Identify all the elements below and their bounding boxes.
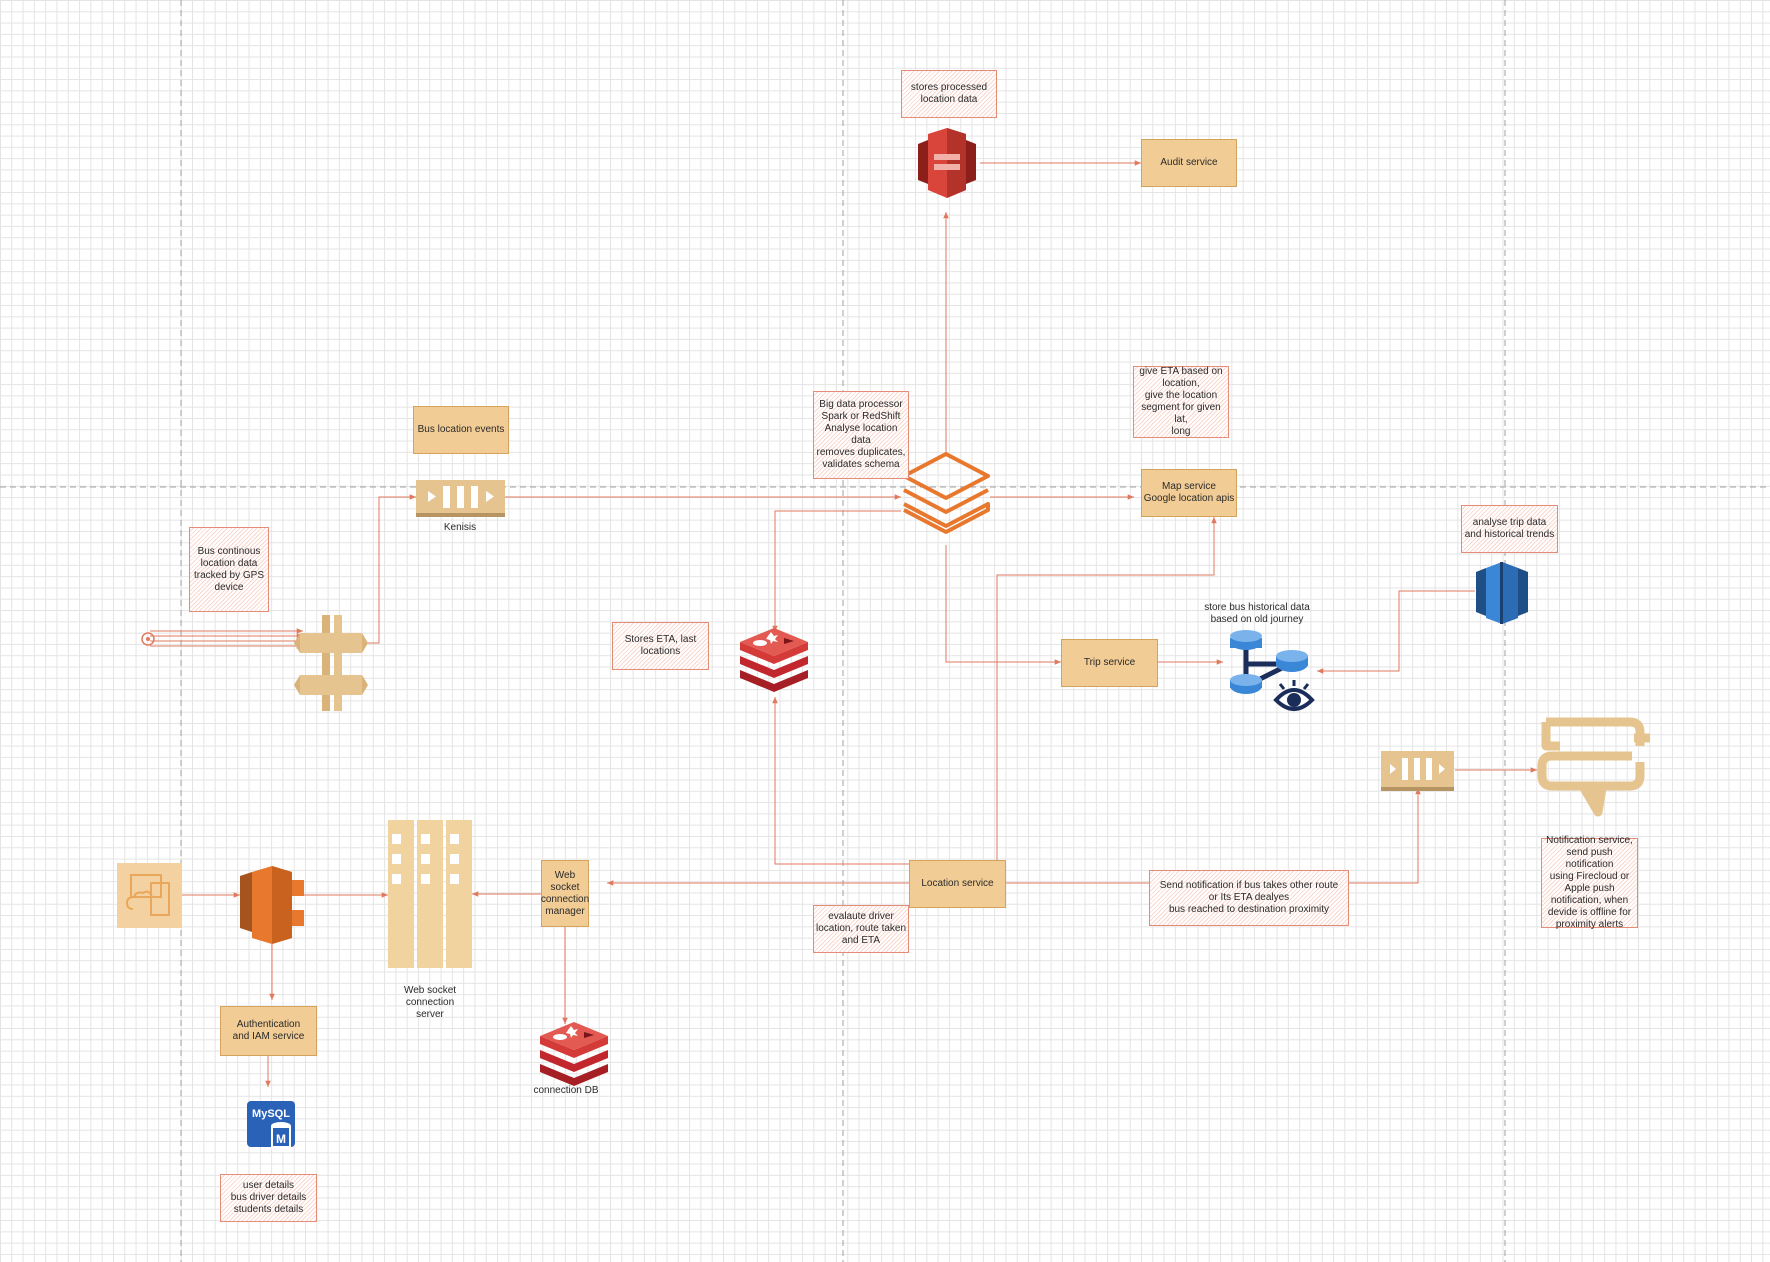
connector-databricks-to-redis (772, 510, 901, 632)
authentication-iam-service[interactable]: Authentication and IAM service (220, 1006, 317, 1056)
map-service[interactable]: Map service Google location apis (1141, 469, 1237, 517)
api-gateway-icon (294, 615, 368, 711)
queue-stream-icon (1381, 751, 1454, 791)
big-data-processor-note: Big data processor Spark or RedShift Ana… (813, 391, 909, 479)
connector-redshift-to-historical (1317, 590, 1475, 674)
websocket-connection-manager[interactable]: Web socket connection manager (541, 860, 589, 927)
ec2-icon (240, 866, 304, 944)
kinesis-stream-icon (416, 480, 505, 517)
evaluate-note: evalaute driver location, route taken an… (813, 905, 909, 953)
trip-service[interactable]: Trip service (1061, 639, 1158, 687)
bus-location-events: Bus location events (413, 406, 509, 454)
redis-eta-note: Stores ETA, last locations (612, 622, 709, 670)
audit-service[interactable]: Audit service (1141, 139, 1237, 187)
connector-gateway-to-kinesis (360, 494, 416, 644)
kinesis-label: Kenisis (443, 522, 477, 533)
user-details-note: user details bus driver details students… (220, 1174, 317, 1222)
start-circle-icon (141, 632, 155, 646)
connector-location-to-redis (772, 697, 909, 865)
chat-notification-icon (1537, 717, 1650, 817)
s3-note: stores processed location data (901, 70, 997, 118)
mysql-m-text: M (276, 1132, 286, 1146)
redshift-icon (1476, 562, 1528, 624)
redis-icon (540, 1022, 608, 1086)
cloud-device-icon (117, 863, 182, 928)
historical-data-label: store bus historical data based on old j… (1204, 602, 1310, 625)
connector-location-to-queue (1006, 788, 1421, 884)
websocket-server-label: Web socket connection server (403, 985, 457, 1020)
mysql-text: MySQL (252, 1108, 290, 1120)
connector-databricks-to-trip (945, 545, 1061, 665)
trends-note: analyse trip data and historical trends (1461, 505, 1558, 553)
server-rack-icon (388, 820, 472, 968)
mysql-icon: MySQL M (247, 1101, 295, 1152)
location-service[interactable]: Location service (909, 860, 1006, 908)
redis-icon (740, 628, 808, 692)
s3-bucket-icon (918, 128, 976, 198)
gps-note: Bus continous location data tracked by G… (189, 527, 269, 612)
eta-note: give ETA based on location, give the loc… (1133, 366, 1229, 438)
database-eye-icon (1230, 630, 1315, 711)
send-notification-note: Send notification if bus takes other rou… (1149, 870, 1349, 926)
connectors (150, 160, 1537, 1087)
connector-location-to-map (996, 517, 1217, 861)
connection-db-label: connection DB (533, 1085, 599, 1096)
databricks-icon (902, 452, 990, 534)
notification-service-note: Notification service, send push notifica… (1541, 835, 1638, 930)
